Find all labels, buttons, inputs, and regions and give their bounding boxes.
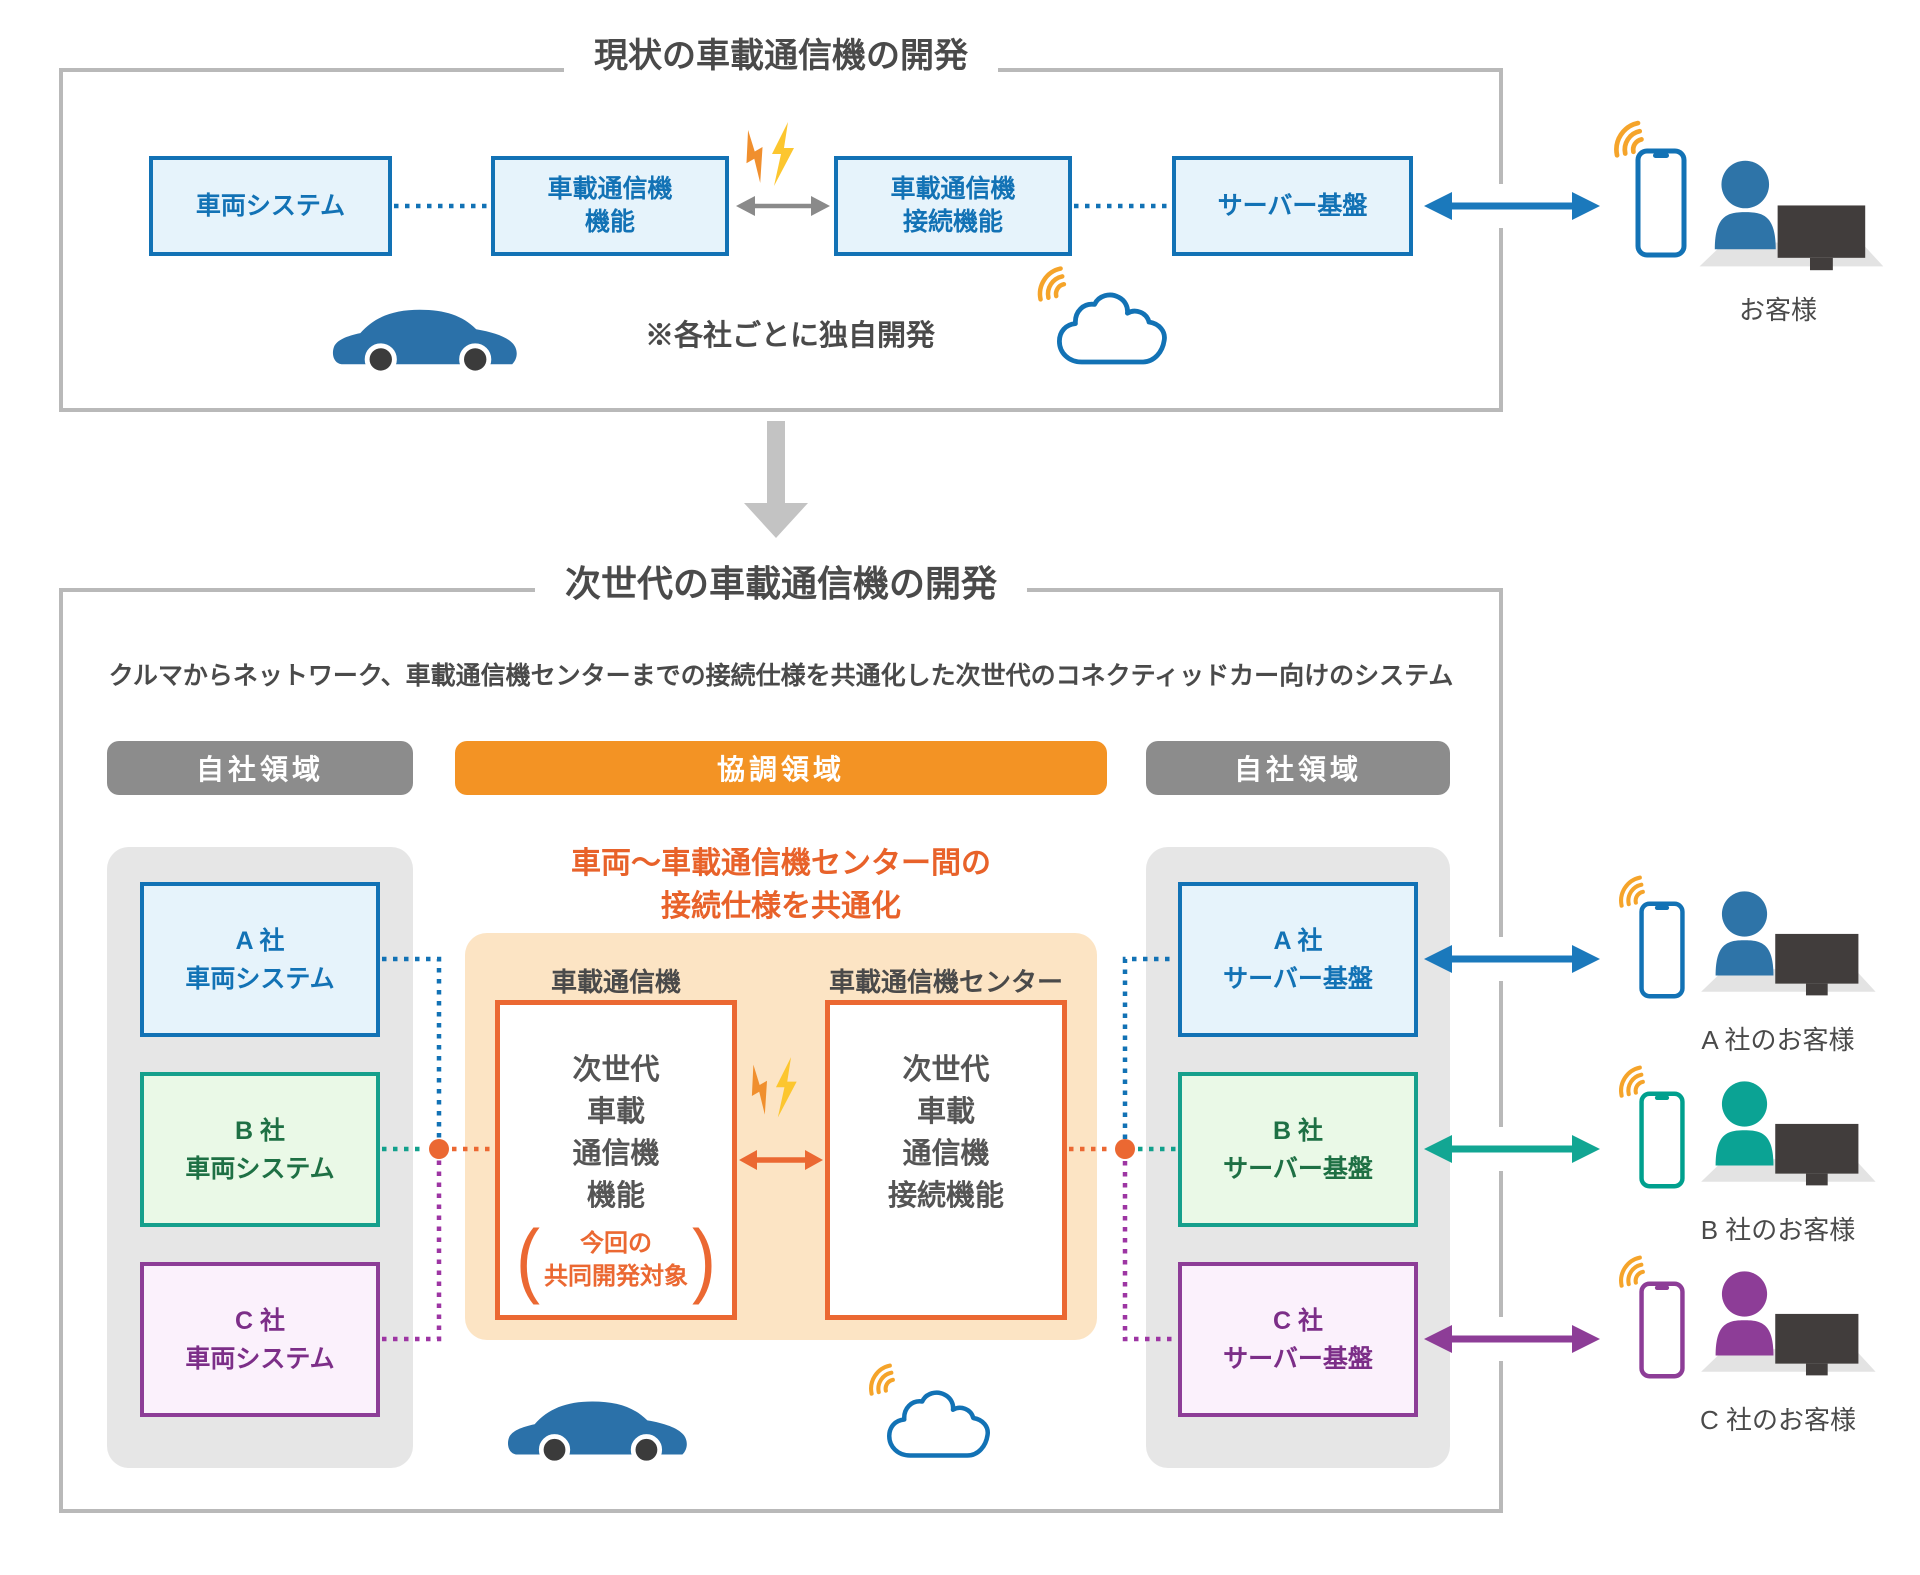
next-gen-description: クルマからネットワーク、車載通信機センターまでの接続仕様を共通化した次世代のコネ…	[108, 662, 1454, 690]
next-gen-device-lines: 次世代 車載 通信機 機能	[572, 1054, 660, 1212]
company-b-vehicle-box: B 社 車両システム	[140, 1072, 380, 1227]
codev-note: ( 今回の 共同開発対象 )	[516, 1218, 716, 1301]
customer-a-label: A 社のお客様	[1701, 1025, 1855, 1055]
next-gen-device-box: 次世代 車載 通信機 機能 ( 今回の 共同開発対象 )	[495, 1000, 737, 1320]
company-b-server-box: B 社 サーバー基盤	[1178, 1072, 1418, 1227]
device-function-box: 車載通信機 機能	[491, 156, 729, 256]
server-platform-box: サーバー基盤	[1172, 156, 1413, 256]
next-gen-section-title: 次世代の車載通信機の開発	[534, 562, 1028, 606]
next-gen-center-box: 次世代 車載 通信機 接続機能	[825, 1000, 1067, 1320]
company-a-server-box: A 社 サーバー基盤	[1178, 882, 1418, 1037]
zone-collaborative: 協調領域	[455, 741, 1107, 795]
wifi-icon	[869, 1363, 895, 1396]
wifi-icon	[1614, 120, 1644, 158]
cloud-icon	[1057, 292, 1167, 365]
lightning-icon	[751, 1057, 797, 1118]
user-monitor-icon	[1701, 1081, 1876, 1186]
company-c-server-box: C 社 サーバー基盤	[1178, 1262, 1418, 1417]
customer-b-label: B 社のお客様	[1700, 1215, 1856, 1245]
current-section-title: 現状の車載通信機の開発	[564, 36, 998, 77]
zone-own-left: 自社領域	[107, 741, 413, 795]
company-a-vehicle-box: A 社 車両システム	[140, 882, 380, 1037]
paren-open: (	[516, 1213, 540, 1306]
user-monitor-icon	[1701, 1271, 1876, 1376]
down-arrow	[744, 421, 808, 538]
car-icon	[507, 1401, 687, 1466]
wifi-icon	[1619, 875, 1645, 908]
smartphone-icon	[1639, 1091, 1685, 1189]
company-c-vehicle-box: C 社 車両システム	[140, 1262, 380, 1417]
paren-close: )	[692, 1213, 716, 1306]
cloud-icon	[887, 1390, 990, 1458]
independent-dev-note: ※各社ごとに独自開発	[644, 320, 936, 352]
smartphone-icon	[1635, 148, 1687, 258]
smartphone-icon	[1639, 901, 1685, 999]
zone-own-right: 自社領域	[1146, 741, 1450, 795]
smartphone-icon	[1639, 1281, 1685, 1379]
device-panel-label: 車載通信機	[550, 967, 681, 997]
wifi-icon	[1619, 1065, 1645, 1098]
lightning-icon	[746, 122, 794, 186]
center-panel-label: 車載通信機センター	[828, 967, 1063, 997]
user-monitor-icon	[1701, 891, 1876, 996]
user-monitor-icon	[1699, 160, 1884, 271]
wifi-icon	[1037, 266, 1067, 302]
car-icon	[332, 309, 517, 376]
device-connection-box: 車載通信機 接続機能	[834, 156, 1072, 256]
wifi-icon	[1619, 1255, 1645, 1288]
vehicle-system-box: 車両システム	[149, 156, 392, 256]
customer-c-label: C 社のお客様	[1699, 1405, 1857, 1435]
customer-label: お客様	[1738, 295, 1818, 325]
collab-heading: 車両〜車載通信機センター間の 接続仕様を共通化	[571, 847, 991, 923]
next-gen-center-lines: 次世代 車載 通信機 接続機能	[887, 1054, 1004, 1212]
codev-note-text: 今回の 共同開発対象	[544, 1230, 688, 1290]
